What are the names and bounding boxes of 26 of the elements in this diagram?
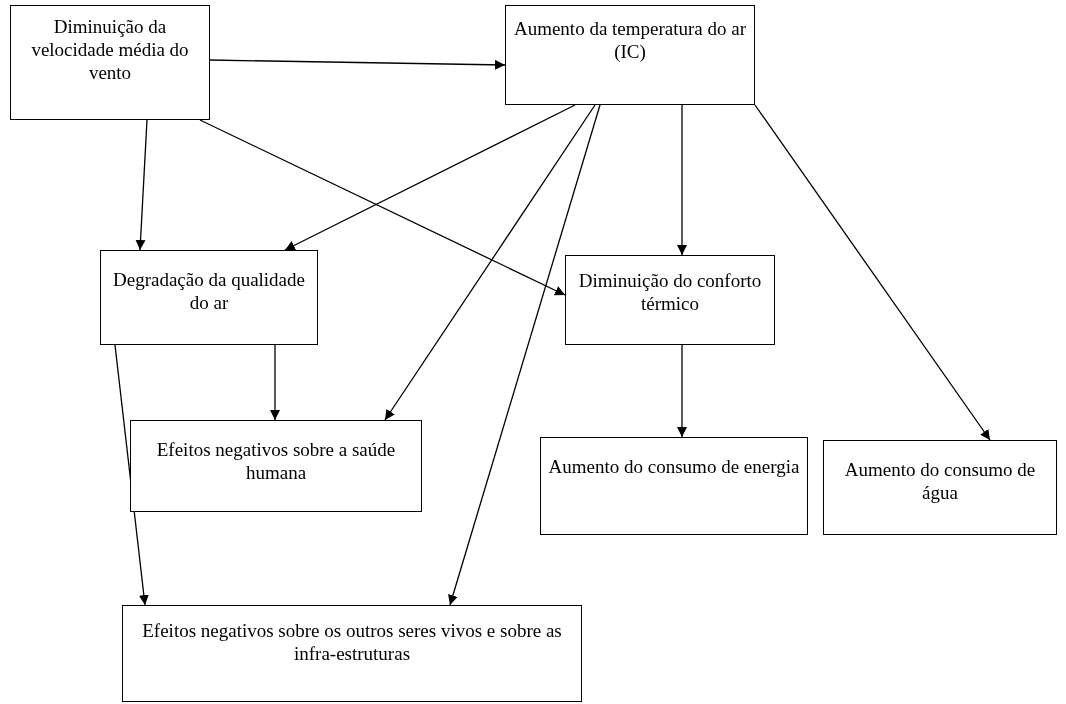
- arrow: [384, 104, 596, 421]
- arrow: [677, 104, 687, 256]
- process-box: [565, 255, 775, 345]
- box-label: Diminuição da velocidade média do vento: [30, 16, 190, 85]
- process-box: [130, 420, 422, 512]
- box-label: Aumento da temperatura do ar (IC): [512, 18, 748, 64]
- arrow: [209, 59, 506, 70]
- process-box: [540, 437, 808, 535]
- box-label: Degradação da qualidade do ar: [112, 269, 306, 315]
- arrow: [270, 344, 280, 421]
- process-box: [122, 605, 582, 702]
- box-label: Efeitos negativos sobre os outros seres vivos e sobre as infra-estruturas: [141, 620, 563, 666]
- process-box: [505, 5, 755, 105]
- arrow: [199, 119, 566, 296]
- box-label: Aumento do consumo de energia: [548, 456, 800, 479]
- process-box: [100, 250, 318, 345]
- arrow: [135, 119, 148, 251]
- process-box: [10, 5, 210, 120]
- arrow: [284, 104, 576, 251]
- box-label: Efeitos negativos sobre a saúde humana: [155, 439, 397, 485]
- arrow: [677, 344, 687, 438]
- arrow: [448, 104, 601, 606]
- box-label: Aumento do consumo de água: [843, 459, 1037, 505]
- box-label: Diminuição do conforto térmico: [577, 270, 763, 316]
- process-box: [823, 440, 1057, 535]
- arrow: [754, 104, 991, 441]
